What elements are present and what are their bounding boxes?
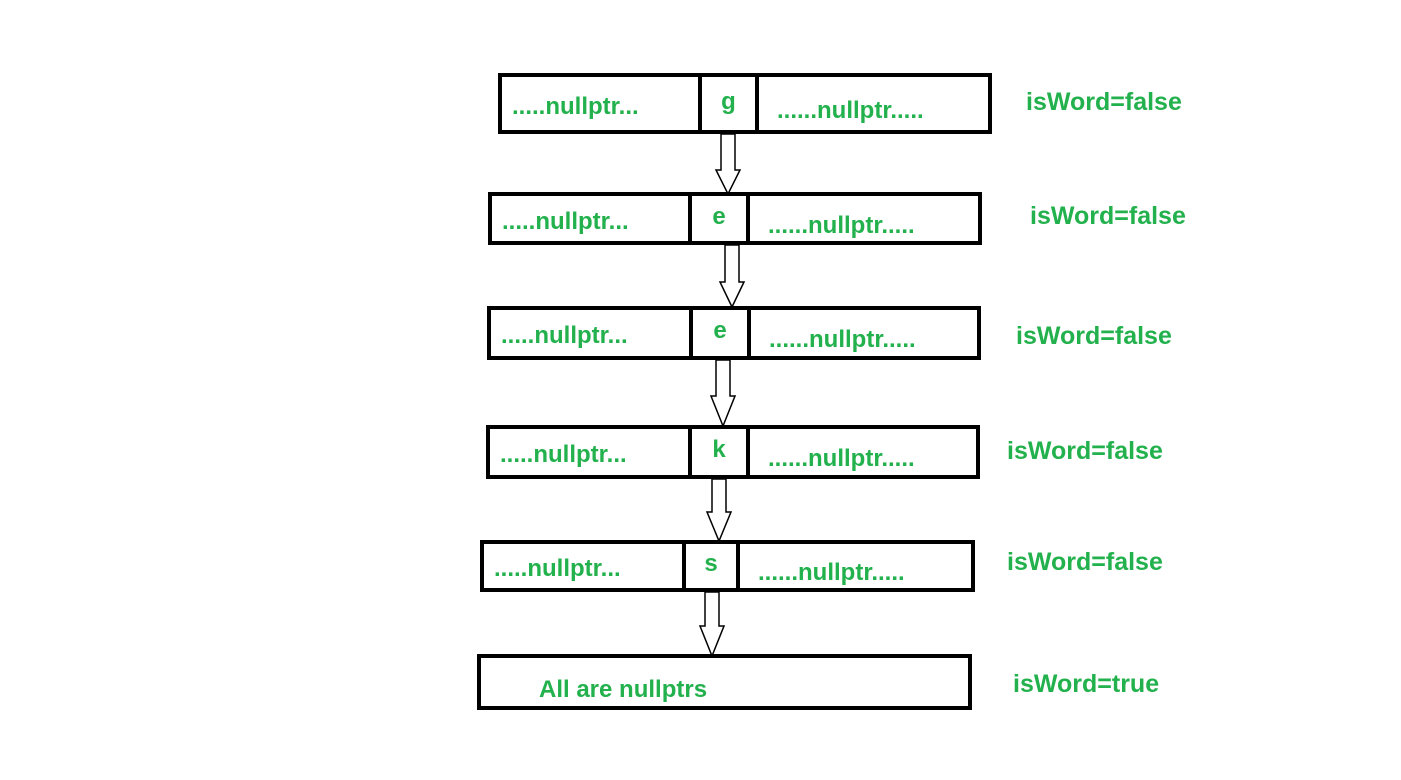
left-null-pointers: .....nullptr... xyxy=(502,207,629,235)
arrow-k-to-s xyxy=(705,478,733,543)
is-word-flag: isWord=false xyxy=(1026,88,1182,116)
trie-node-s: .....nullptr... s ......nullptr..... xyxy=(480,540,975,592)
is-word-flag: isWord=false xyxy=(1007,437,1163,465)
right-null-pointers: ......nullptr..... xyxy=(768,211,915,239)
right-null-pointers: ......nullptr..... xyxy=(758,559,905,586)
right-null-pointers: ......nullptr..... xyxy=(768,445,915,472)
left-null-pointers: .....nullptr... xyxy=(512,92,639,120)
node-character: e xyxy=(689,310,751,356)
trie-node-e: .....nullptr... e ......nullptr..... xyxy=(488,192,982,245)
left-null-pointers: .....nullptr... xyxy=(501,322,628,349)
right-null-pointers: ......nullptr..... xyxy=(777,96,924,124)
is-word-flag: isWord=false xyxy=(1030,202,1186,230)
is-word-flag: isWord=false xyxy=(1016,322,1172,350)
node-character: e xyxy=(688,196,750,241)
arrow-g-to-e xyxy=(714,133,742,196)
trie-node-g: .....nullptr... g ......nullptr..... xyxy=(498,73,992,134)
arrow-e-to-k xyxy=(709,359,737,429)
is-word-flag: isWord=false xyxy=(1007,548,1163,576)
trie-leaf-node: All are nullptrs xyxy=(477,654,972,710)
arrow-e-to-e xyxy=(718,244,746,309)
is-word-flag: isWord=true xyxy=(1013,670,1160,698)
right-null-pointers: ......nullptr..... xyxy=(769,326,916,353)
node-character: k xyxy=(688,429,750,475)
arrow-s-to-leaf xyxy=(698,591,726,659)
left-null-pointers: .....nullptr... xyxy=(500,441,627,468)
trie-node-k: .....nullptr... k ......nullptr..... xyxy=(486,425,980,479)
left-null-pointers: .....nullptr... xyxy=(494,555,621,582)
node-character: s xyxy=(682,544,740,588)
trie-node-e: .....nullptr... e ......nullptr..... xyxy=(487,306,981,360)
leaf-node-label: All are nullptrs xyxy=(539,676,708,703)
node-character: g xyxy=(698,77,759,130)
